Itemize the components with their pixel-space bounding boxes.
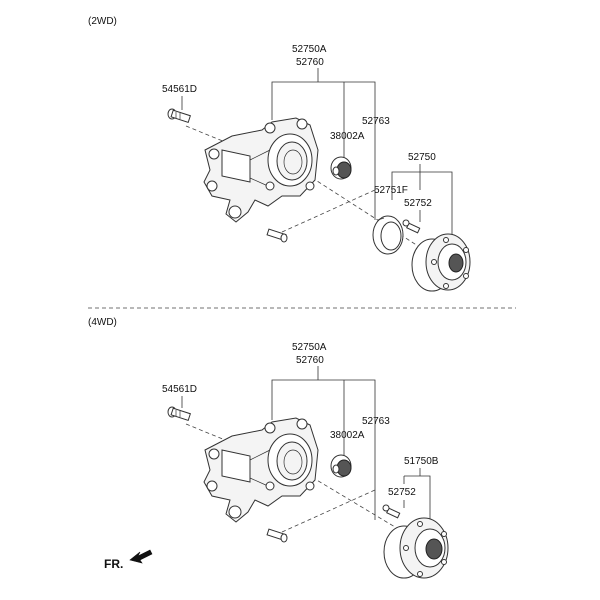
hub-assy-4wd[interactable]: [383, 517, 449, 579]
label-hub-bolt-4wd[interactable]: 52752: [388, 487, 416, 498]
label-stud-2wd[interactable]: 52763: [362, 116, 390, 127]
bushing-2wd[interactable]: [330, 156, 352, 180]
knuckle-4wd[interactable]: [203, 417, 319, 523]
stud-2wd[interactable]: [266, 228, 288, 243]
label-bushing-4wd[interactable]: 38002A: [330, 430, 365, 441]
section-title-4wd: (4WD): [88, 317, 117, 328]
leader-lines-4wd: [181, 366, 431, 522]
label-knuckle-a-4wd[interactable]: 52750A: [292, 342, 327, 353]
label-bolt-2wd[interactable]: 54561D: [162, 84, 197, 95]
seal-2wd[interactable]: [372, 215, 404, 255]
section-2wd: (2WD) 52750A 52760 54561D 52763 38002A 5…: [88, 16, 471, 292]
label-knuckle-b-2wd[interactable]: 52760: [296, 57, 324, 68]
section-4wd: (4WD) 52750A 52760 54561D 52763 38002A 5…: [88, 317, 449, 579]
bolt-2wd[interactable]: [167, 108, 191, 124]
hub-assy-2wd[interactable]: [411, 233, 471, 292]
label-knuckle-a-2wd[interactable]: 52750A: [292, 44, 327, 55]
label-knuckle-b-4wd[interactable]: 52760: [296, 355, 324, 366]
label-hub-assy-2wd[interactable]: 52750: [408, 152, 436, 163]
label-seal-2wd[interactable]: 52751F: [374, 185, 408, 196]
knuckle-2wd[interactable]: [203, 117, 319, 223]
front-direction-marker: FR.: [104, 549, 153, 571]
label-bolt-4wd[interactable]: 54561D: [162, 384, 197, 395]
assembly-guides-2wd: [185, 125, 433, 256]
stud-4wd[interactable]: [266, 528, 288, 543]
label-hub-assy-4wd[interactable]: 51750B: [404, 456, 439, 467]
bolt-4wd[interactable]: [167, 406, 191, 422]
label-stud-4wd[interactable]: 52763: [362, 416, 390, 427]
hub-bolt-2wd[interactable]: [402, 219, 421, 234]
assembly-guides-4wd: [185, 423, 401, 533]
label-hub-bolt-2wd[interactable]: 52752: [404, 198, 432, 209]
label-bushing-2wd[interactable]: 38002A: [330, 131, 365, 142]
front-marker-text: FR.: [104, 557, 123, 571]
bushing-4wd[interactable]: [330, 454, 352, 478]
section-title-2wd: (2WD): [88, 16, 117, 27]
leader-lines-2wd: [181, 68, 453, 238]
hub-bolt-4wd[interactable]: [382, 504, 401, 519]
front-arrow-icon: [129, 549, 153, 564]
